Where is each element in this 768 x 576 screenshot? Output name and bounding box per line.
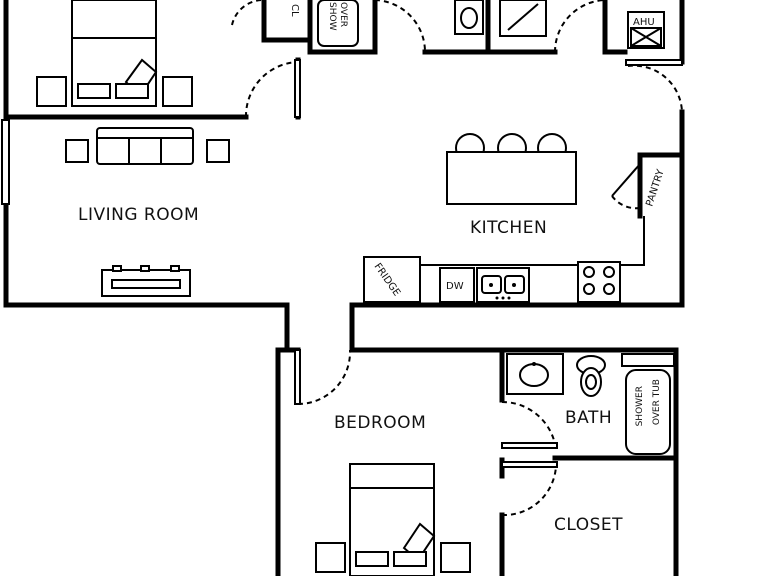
svg-text:SHOW: SHOW xyxy=(327,2,337,31)
walls xyxy=(3,0,685,576)
bottom-bed xyxy=(315,463,471,576)
bath-fixtures: SHOWER OVER TUB xyxy=(506,353,675,455)
closet-label: CLOSET xyxy=(554,515,623,535)
dishwasher-label: DW xyxy=(446,281,464,292)
shower-tub-line1: SHOWER xyxy=(635,386,645,426)
closet-top-label: CL xyxy=(289,4,300,17)
living-window xyxy=(1,119,10,205)
kitchen-counter: FRIDGE DW xyxy=(363,216,645,303)
kitchen-label: KITCHEN xyxy=(470,218,547,238)
shower-tub-line2: OVER TUB xyxy=(652,379,662,425)
svg-text:AHU: AHU xyxy=(633,17,655,28)
ahu-unit: AHU xyxy=(627,11,665,49)
living-room-label: LIVING ROOM xyxy=(78,205,199,225)
bath-label: BATH xyxy=(565,408,612,428)
kitchen-island xyxy=(446,133,577,205)
door-swings xyxy=(231,0,683,517)
top-bath-fixtures xyxy=(454,0,547,37)
sofa xyxy=(65,127,230,165)
tv-console xyxy=(101,265,191,297)
pantry-label: PANTRY xyxy=(644,167,667,208)
top-shower-tub: SHOW OVER xyxy=(317,0,359,47)
bedroom-label: BEDROOM xyxy=(334,413,426,433)
svg-text:OVER: OVER xyxy=(338,2,348,27)
top-bed xyxy=(36,0,193,107)
